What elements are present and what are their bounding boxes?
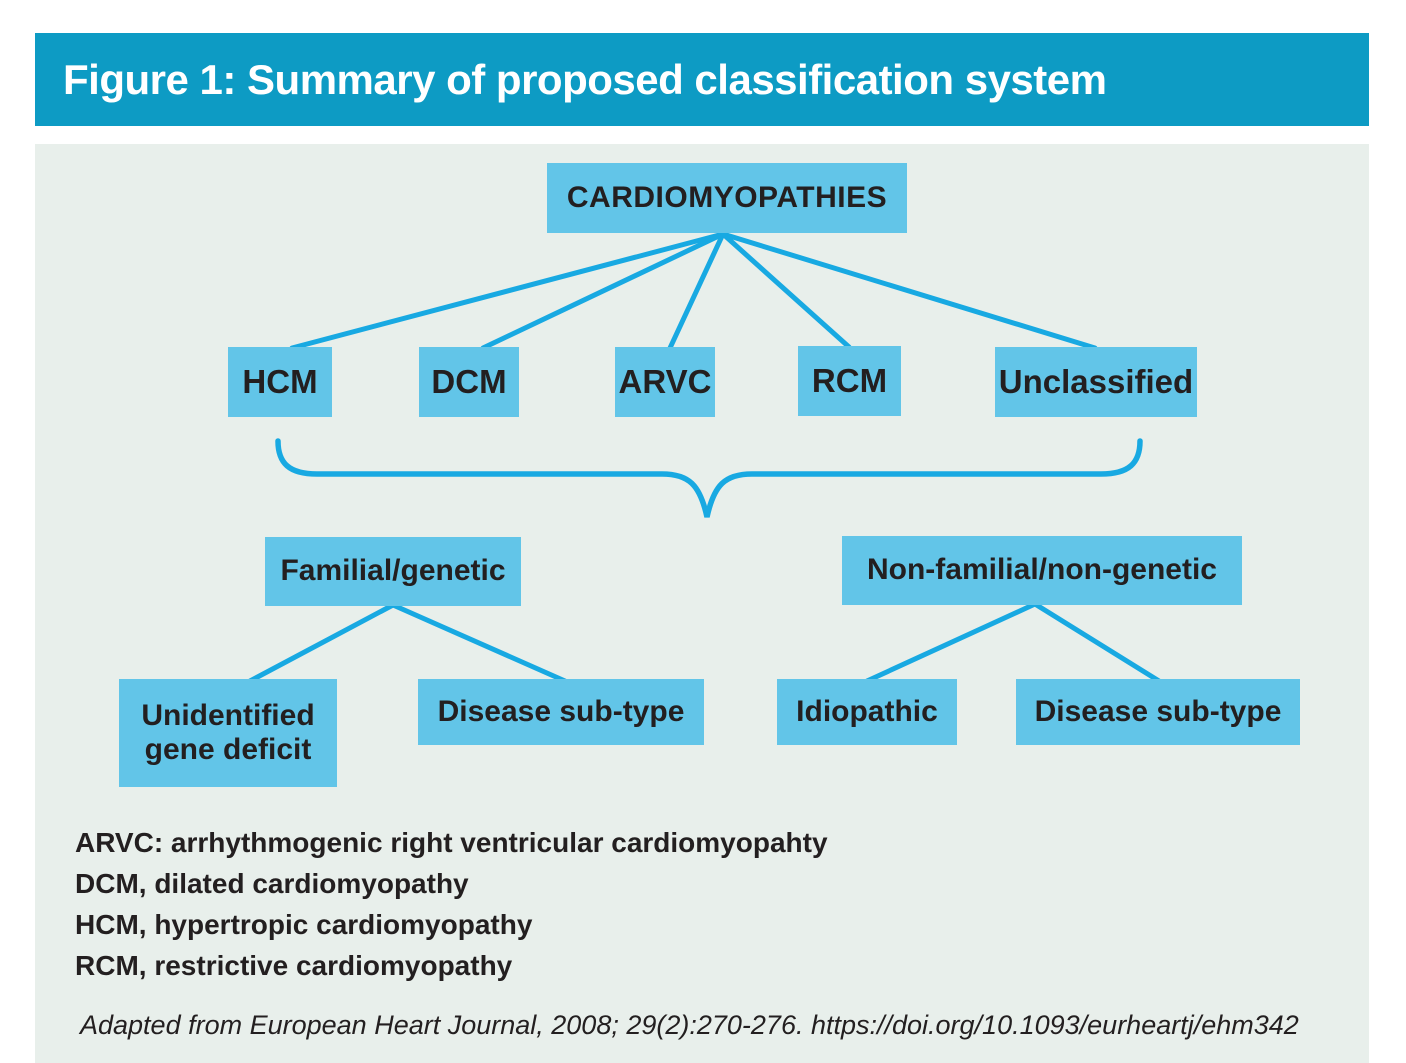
node-unidentified-gene-deficit: Unidentified gene deficit [119, 679, 337, 787]
node-dcm: DCM [419, 347, 519, 417]
legend-line-hcm: HCM, hypertropic cardiomyopathy [75, 909, 533, 940]
abbreviation-legend: ARVC: arrhythmogenic right ventricular c… [75, 822, 828, 986]
node-rcm: RCM [798, 346, 901, 416]
node-disease-subtype-left: Disease sub-type [418, 679, 704, 745]
legend-line-dcm: DCM, dilated cardiomyopathy [75, 868, 469, 899]
node-unclassified: Unclassified [995, 347, 1197, 417]
legend-line-rcm: RCM, restrictive cardiomyopathy [75, 950, 513, 981]
figure-title-bar: Figure 1: Summary of proposed classifica… [35, 33, 1369, 126]
node-idiopathic: Idiopathic [777, 679, 957, 745]
figure-title: Figure 1: Summary of proposed classifica… [63, 55, 1107, 103]
legend-line-arvc: ARVC: arrhythmogenic right ventricular c… [75, 827, 828, 858]
node-familial-genetic: Familial/genetic [265, 537, 521, 606]
node-disease-subtype-right: Disease sub-type [1016, 679, 1300, 745]
node-nonfamilial-nongenetic: Non-familial/non-genetic [842, 536, 1242, 605]
node-arvc: ARVC [615, 347, 715, 417]
source-citation: Adapted from European Heart Journal, 200… [80, 1010, 1299, 1040]
node-hcm: HCM [228, 347, 332, 417]
node-cardiomyopathies: CARDIOMYOPATHIES [547, 163, 907, 233]
